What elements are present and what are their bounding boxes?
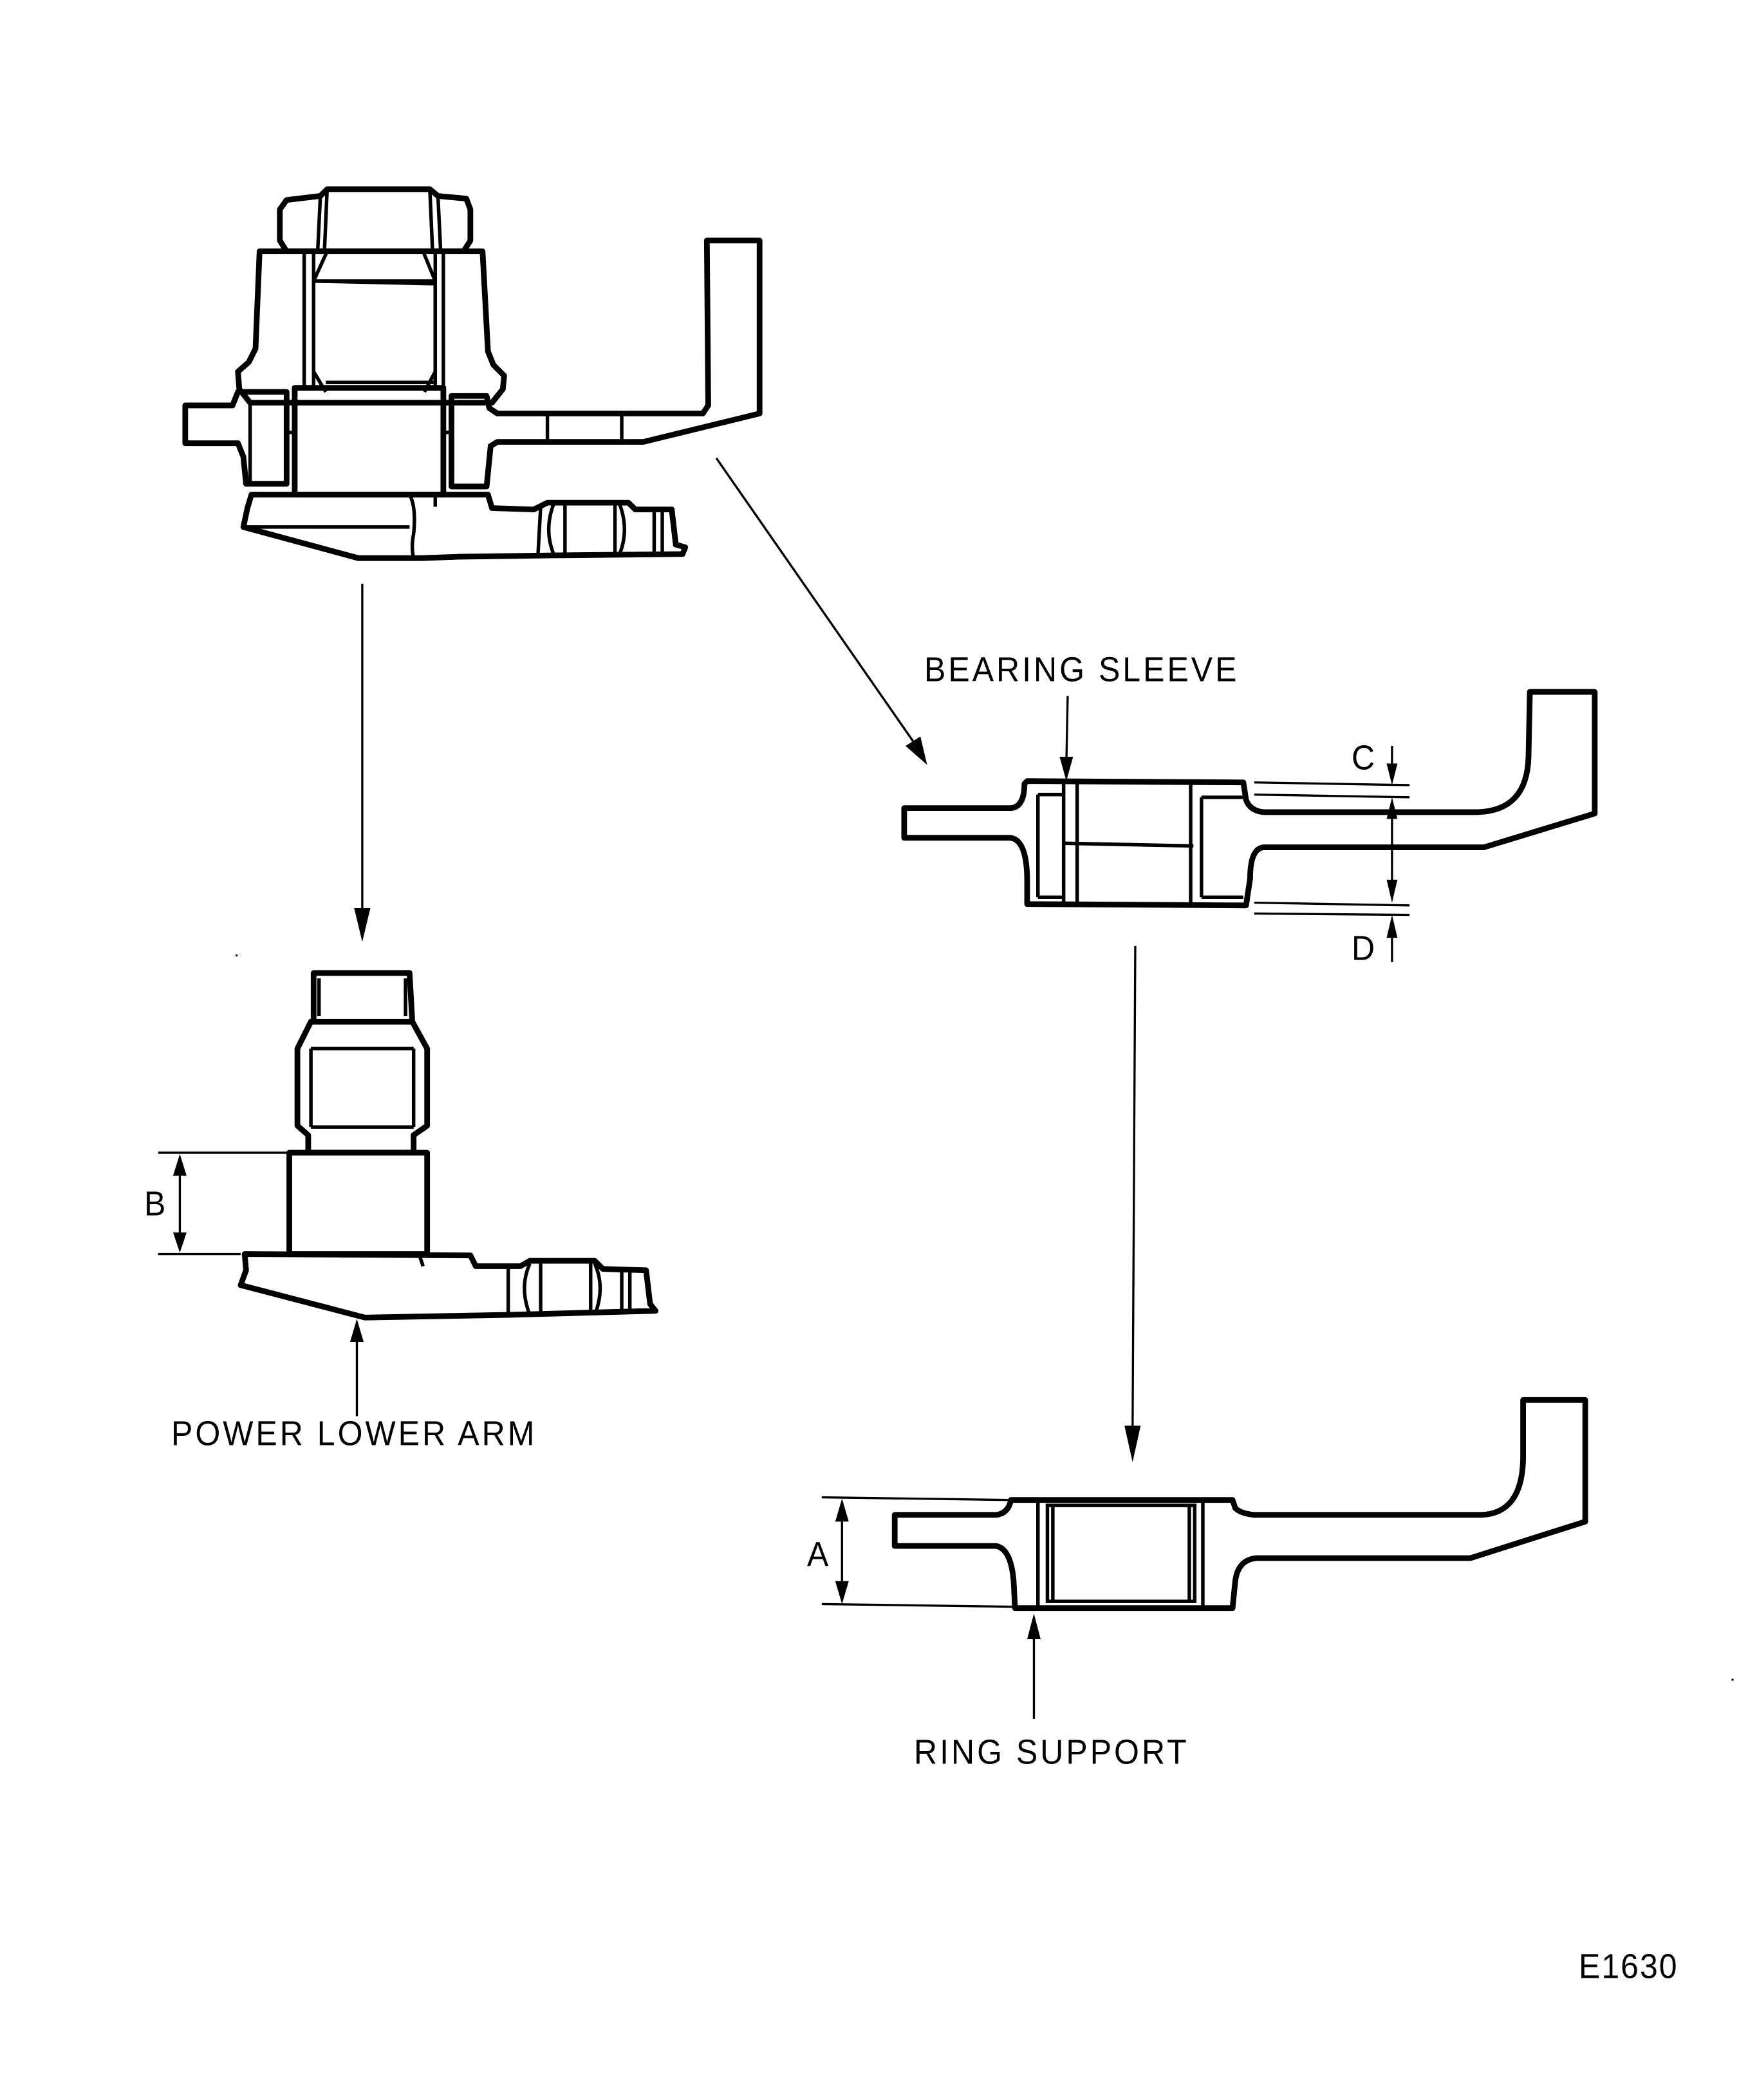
dimension-a-label: A — [807, 1534, 832, 1574]
explode-arrows — [354, 457, 1141, 1462]
power-lower-arm-view — [158, 970, 658, 1417]
figure-id: E1630 — [1579, 1946, 1678, 1986]
dimension-b-label: B — [144, 1184, 169, 1223]
dimension-c-label: C — [1352, 738, 1378, 777]
ring-support-label: RING SUPPORT — [914, 1732, 1189, 1772]
full-assembly — [182, 186, 763, 561]
ring-support-view — [821, 1397, 1588, 1719]
bearing-sleeve-view — [901, 689, 1598, 963]
bearing-sleeve-label: BEARING SLEEVE — [924, 649, 1240, 689]
power-lower-arm-label: POWER LOWER ARM — [171, 1413, 537, 1453]
dimension-d-label: D — [1352, 928, 1378, 968]
